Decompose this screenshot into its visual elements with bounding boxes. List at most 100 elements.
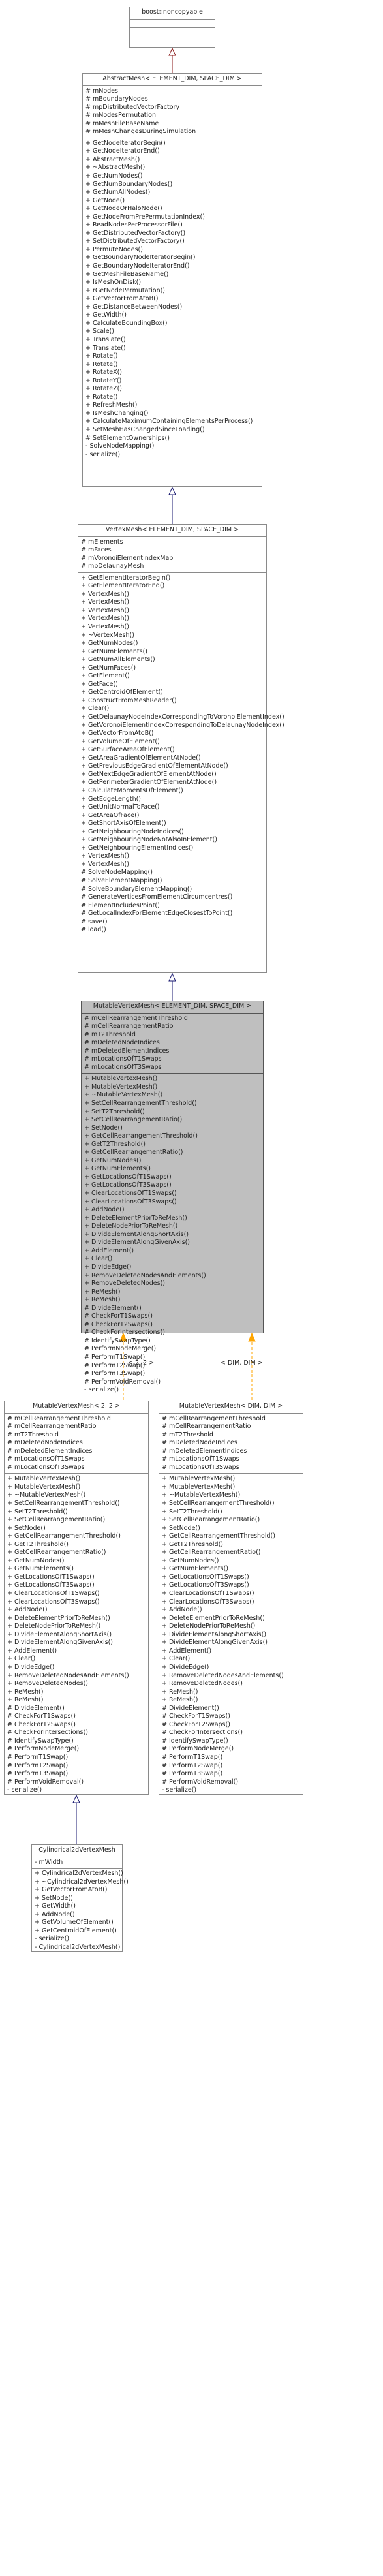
class-method[interactable]: + DeleteElementPriorToReMesh() bbox=[7, 1614, 110, 1622]
class-method[interactable]: + GetNumFaces() bbox=[81, 664, 136, 672]
class-method[interactable]: + SetCellRearrangementRatio() bbox=[84, 1116, 183, 1124]
class-method[interactable]: + DivideElementAlongGivenAxis() bbox=[84, 1239, 191, 1247]
class-method[interactable]: + GetLocationsOfT3Swaps() bbox=[7, 1581, 95, 1589]
class-method[interactable]: # CheckForT1Swaps() bbox=[162, 1713, 230, 1720]
class-method[interactable]: # CheckForIntersections() bbox=[162, 1729, 243, 1737]
class-method[interactable]: + GetNeighbouringNodeNotAlsoInElement() bbox=[81, 836, 217, 844]
class-method[interactable]: + GetLocationsOfT1Swaps() bbox=[162, 1573, 249, 1581]
class-attribute[interactable]: # mDeletedElementIndices bbox=[7, 1447, 93, 1455]
class-method[interactable]: - serialize() bbox=[7, 1786, 42, 1794]
class-attribute[interactable]: # mpDistributedVectorFactory bbox=[85, 103, 180, 111]
class-method[interactable]: + SetCellRearrangementThreshold() bbox=[7, 1500, 120, 1508]
class-method[interactable]: # CheckForT1Swaps() bbox=[7, 1713, 76, 1720]
class-method[interactable]: + AddNode() bbox=[162, 1606, 202, 1614]
class-method[interactable]: + GetNodeIteratorBegin() bbox=[85, 139, 166, 147]
class-method[interactable]: + ReMesh() bbox=[84, 1288, 121, 1296]
class-method[interactable]: + SetT2Threshold() bbox=[84, 1108, 145, 1115]
class-attribute[interactable]: # mVoronoiElementIndexMap bbox=[81, 554, 174, 562]
class-method[interactable]: + IsMeshChanging() bbox=[85, 409, 149, 417]
class-method[interactable]: + GetNumElements() bbox=[162, 1565, 228, 1573]
class-method[interactable]: + AbstractMesh() bbox=[85, 155, 140, 163]
class-method[interactable]: + DivideEdge() bbox=[162, 1663, 209, 1671]
class-method[interactable]: # PerformT1Swap() bbox=[162, 1753, 223, 1761]
class-method[interactable]: + RemoveDeletedNodes() bbox=[162, 1680, 243, 1688]
class-method[interactable]: + ReMesh() bbox=[84, 1296, 121, 1304]
class-method[interactable]: + GetAreaOfFace() bbox=[81, 811, 140, 819]
class-method[interactable]: + rGetNodePermutation() bbox=[85, 287, 166, 294]
class-method[interactable]: # SetElementOwnerships() bbox=[85, 434, 170, 442]
class-method[interactable]: + SetNode() bbox=[162, 1524, 200, 1532]
class-method[interactable]: + SetCellRearrangementThreshold() bbox=[84, 1100, 197, 1108]
class-method[interactable]: + GetCellRearrangementThreshold() bbox=[84, 1132, 198, 1140]
class-method[interactable]: + AddNode() bbox=[7, 1606, 48, 1614]
class-attribute[interactable]: - mWidth bbox=[35, 1858, 63, 1866]
class-method[interactable]: + GetWidth() bbox=[35, 1902, 76, 1910]
class-method[interactable]: # PerformNodeMerge() bbox=[84, 1345, 157, 1353]
class-method[interactable]: + GetT2Threshold() bbox=[7, 1540, 69, 1548]
class-method[interactable]: + GetFace() bbox=[81, 680, 118, 688]
class-method[interactable]: - serialize() bbox=[85, 450, 121, 458]
class-method[interactable]: + MutableVertexMesh() bbox=[7, 1483, 81, 1491]
class-method[interactable]: + ClearLocationsOfT3Swaps() bbox=[84, 1198, 177, 1205]
class-method[interactable]: # PerformT3Swap() bbox=[7, 1770, 69, 1778]
class-method[interactable]: # PerformT2Swap() bbox=[7, 1761, 69, 1769]
class-method[interactable]: + ReMesh() bbox=[162, 1688, 198, 1696]
class-attribute[interactable]: # mLocationsOfT1Swaps bbox=[7, 1455, 85, 1463]
class-method[interactable]: # load() bbox=[81, 926, 106, 934]
class-method[interactable]: # PerformT1Swap() bbox=[84, 1353, 146, 1361]
class-method[interactable]: # CheckForT2Swaps() bbox=[7, 1720, 76, 1728]
class-method[interactable]: + GetNumAllElements() bbox=[81, 656, 155, 664]
class-method[interactable]: + ~MutableVertexMesh() bbox=[84, 1091, 163, 1099]
class-method[interactable]: + GetCellRearrangementRatio() bbox=[84, 1149, 183, 1156]
class-attribute[interactable]: # mDeletedElementIndices bbox=[162, 1447, 247, 1455]
class-attribute[interactable]: # mDeletedNodeIndices bbox=[84, 1039, 160, 1047]
class-method[interactable]: + GetVolumeOfElement() bbox=[81, 737, 160, 745]
class-method[interactable]: + GetLocationsOfT3Swaps() bbox=[84, 1181, 172, 1189]
class-method[interactable]: + VertexMesh() bbox=[81, 623, 129, 631]
class-method[interactable]: + GetBoundaryNodeIteratorBegin() bbox=[85, 254, 196, 262]
class-method[interactable]: + SetDistributedVectorFactory() bbox=[85, 238, 185, 245]
class-method[interactable]: + ClearLocationsOfT3Swaps() bbox=[162, 1598, 254, 1606]
class-method[interactable]: + SetMeshHasChangedSinceLoading() bbox=[85, 426, 205, 433]
class-method[interactable]: + VertexMesh() bbox=[81, 615, 129, 623]
class-method[interactable]: + CalculateBoundingBox() bbox=[85, 319, 168, 327]
class-method[interactable]: # SolveElementMapping() bbox=[81, 877, 162, 884]
class-method[interactable]: + DivideElementAlongGivenAxis() bbox=[7, 1639, 114, 1647]
class-method[interactable]: + DivideElementAlongShortAxis() bbox=[7, 1630, 112, 1638]
class-method[interactable]: + DeleteElementPriorToReMesh() bbox=[84, 1214, 187, 1222]
class-method[interactable]: + ~Cylindrical2dVertexMesh() bbox=[35, 1878, 129, 1885]
class-method[interactable]: # DivideElement() bbox=[162, 1704, 219, 1712]
class-method[interactable]: # ElementIncludesPoint() bbox=[81, 901, 160, 909]
class-method[interactable]: + CalculateMomentsOfElement() bbox=[81, 786, 183, 794]
class-method[interactable]: + AddElement() bbox=[7, 1647, 57, 1654]
class-method[interactable]: + ClearLocationsOfT1Swaps() bbox=[162, 1590, 254, 1598]
class-method[interactable]: + Rotate() bbox=[85, 360, 118, 368]
class-method[interactable]: + VertexMesh() bbox=[81, 852, 129, 860]
class-method[interactable]: # PerformT3Swap() bbox=[84, 1370, 146, 1378]
class-method[interactable]: + GetEdgeLength() bbox=[81, 795, 141, 803]
class-method[interactable]: + GetElementIteratorBegin() bbox=[81, 574, 171, 582]
class-attribute[interactable]: # mLocationsOfT3Swaps bbox=[84, 1063, 162, 1071]
class-attribute[interactable]: # mDeletedNodeIndices bbox=[162, 1439, 237, 1447]
class-method[interactable]: # IdentifySwapType() bbox=[162, 1737, 228, 1745]
class-method[interactable]: + GetVolumeOfElement() bbox=[35, 1919, 114, 1927]
class-method[interactable]: + RotateZ() bbox=[85, 385, 123, 393]
class-method[interactable]: - serialize() bbox=[162, 1786, 197, 1794]
class-method[interactable]: # CheckForT2Swaps() bbox=[162, 1720, 230, 1728]
class-method[interactable]: + MutableVertexMesh() bbox=[84, 1083, 158, 1091]
class-method[interactable]: + SetNode() bbox=[84, 1124, 123, 1132]
class-vertex-mesh[interactable]: VertexMesh< ELEMENT_DIM, SPACE_DIM > # m… bbox=[78, 524, 284, 973]
class-method[interactable]: + SetT2Threshold() bbox=[7, 1508, 68, 1515]
class-mutable-vertex-mesh[interactable]: MutableVertexMesh< ELEMENT_DIM, SPACE_DI… bbox=[81, 1001, 264, 1393]
class-method[interactable]: # SolveBoundaryElementMapping() bbox=[81, 885, 192, 893]
class-method[interactable]: + GetNumAllNodes() bbox=[85, 189, 151, 196]
class-attribute[interactable]: # mCellRearrangementRatio bbox=[7, 1423, 97, 1431]
class-method[interactable]: + GetCellRearrangementThreshold() bbox=[162, 1532, 275, 1540]
class-attribute[interactable]: # mDeletedNodeIndices bbox=[7, 1439, 83, 1447]
class-method[interactable]: + SetCellRearrangementRatio() bbox=[7, 1516, 106, 1524]
class-method[interactable]: + GetDistributedVectorFactory() bbox=[85, 229, 186, 237]
class-attribute[interactable]: # mCellRearrangementThreshold bbox=[7, 1414, 111, 1422]
class-method[interactable]: # save() bbox=[81, 918, 108, 925]
class-method[interactable]: + SetCellRearrangementRatio() bbox=[162, 1516, 260, 1524]
class-method[interactable]: + GetLocationsOfT3Swaps() bbox=[162, 1581, 249, 1589]
